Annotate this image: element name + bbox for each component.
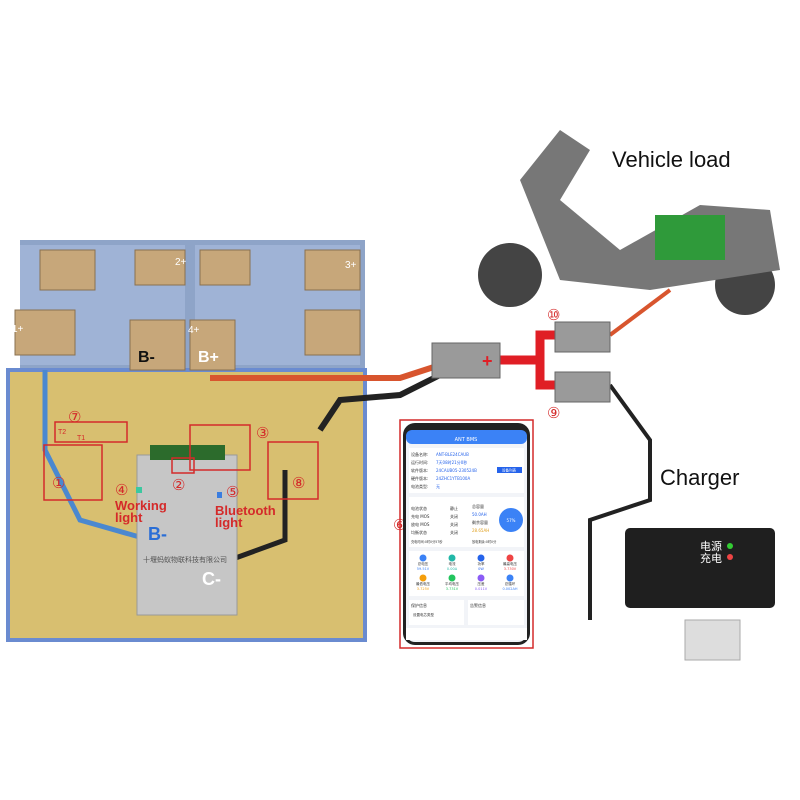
working-light-label-2: light <box>115 510 143 525</box>
info-key: 设备名称: <box>411 451 428 457</box>
total-capacity-label: 总容量 <box>472 503 484 509</box>
bluetooth-light-label-2: light <box>215 515 243 530</box>
device-list-button-label: 设备列表 <box>502 468 516 473</box>
alarm-info-title: 告警信息 <box>470 602 486 608</box>
metric-value: 0.00A <box>447 567 458 571</box>
charger-label: Charger <box>660 465 739 490</box>
metric-icon <box>419 574 427 582</box>
discharge-time: 放电剩余:0时0分 <box>472 539 497 544</box>
metric-icon <box>448 574 456 582</box>
metric-label: 总电压 <box>418 561 429 566</box>
info-value: ANT-BLE24CAUB <box>436 452 469 457</box>
vehicle-load-label: Vehicle load <box>612 147 731 172</box>
status-value: 关闭 <box>450 529 458 535</box>
marker-3: ③ <box>256 425 269 442</box>
info-value: 7天08时21分0秒 <box>436 459 467 465</box>
metric-label: 最低电压 <box>416 581 430 586</box>
metric-value: 3.725V <box>417 587 430 591</box>
marker-8: ⑧ <box>292 475 305 492</box>
metric-label: 功率 <box>478 561 486 566</box>
status-value: 关闭 <box>450 513 458 519</box>
metric-label: 平均电压 <box>445 581 459 586</box>
status-value: 静止 <box>450 505 458 511</box>
marker-10: ⑩ <box>547 307 560 324</box>
marker-5: ⑤ <box>226 484 239 501</box>
metric-label: 压差 <box>478 581 486 586</box>
marker-4: ④ <box>115 482 128 499</box>
marker-9: ⑨ <box>547 405 560 422</box>
protect-item: 设置电芯类型 <box>413 612 434 617</box>
metric-value: 0W <box>478 567 484 571</box>
metric-value: 3.730V <box>504 567 517 571</box>
metric-icon <box>477 554 485 562</box>
metric-icon <box>477 574 485 582</box>
marker-2: ② <box>172 477 185 494</box>
bms-company-label: 十堰蚂蚁物联科技有限公司 <box>143 555 227 564</box>
status-key: 电池状态 <box>411 505 427 511</box>
cell-label-1p: 1+ <box>12 324 24 335</box>
info-value: 24CAUB05-230524B <box>436 468 477 473</box>
metric-value: 3.731V <box>446 587 459 591</box>
info-key: 电池类型: <box>411 483 428 489</box>
t2-label: T2 <box>58 429 66 436</box>
info-key: 硬件版本: <box>411 475 428 481</box>
b-plus-terminal-label: B+ <box>198 349 219 366</box>
t1-label: T1 <box>77 435 85 442</box>
metric-icon <box>506 554 514 562</box>
marker-7: ⑦ <box>68 409 81 426</box>
status-key: 充电 MOS <box>411 513 430 519</box>
marker-1: ① <box>52 475 65 492</box>
working-light-label-1: Working <box>115 498 167 513</box>
status-key: 放电 MOS <box>411 521 430 527</box>
soc-gauge <box>499 508 523 532</box>
app-title: ANT BMS <box>455 437 478 443</box>
cell-label-4p: 4+ <box>188 325 200 336</box>
metric-label: 电流 <box>449 561 457 566</box>
remaining-capacity: 28.65AH <box>472 528 489 533</box>
load-connector <box>554 321 611 353</box>
charger-charge-label: 充电 <box>700 551 722 565</box>
metric-value: 0.011V <box>475 587 488 591</box>
total-capacity: 50.0AH <box>472 512 487 517</box>
b-minus-terminal-label: B- <box>138 349 155 366</box>
metric-icon <box>448 554 456 562</box>
metric-label: 总循环 <box>505 581 516 586</box>
metric-value: 59.51V <box>417 567 430 571</box>
status-value: 关闭 <box>450 521 458 527</box>
svg-text:+: + <box>482 351 493 371</box>
metric-value: 0.002AH <box>502 587 517 591</box>
charger-connector <box>554 371 611 403</box>
metric-label: 最高电压 <box>503 561 517 566</box>
cell-label-2p: 2+ <box>175 257 187 268</box>
info-value: 无 <box>436 484 440 489</box>
bms-c-minus-label: C- <box>202 569 221 589</box>
charge-time: 充电时间:0时0分57秒 <box>411 539 443 544</box>
charger-power-label: 电源 <box>700 539 722 553</box>
bms-b-minus-label: B- <box>148 524 167 544</box>
bms-board <box>136 454 238 616</box>
main-connector <box>431 342 501 379</box>
bluetooth-light-label-1: Bluetooth <box>215 503 276 518</box>
cell-label-3p: 3+ <box>345 260 357 271</box>
scooter-image <box>478 130 780 315</box>
info-key: 软件版本: <box>411 467 428 473</box>
charger-image <box>625 528 775 661</box>
protect-info-title: 保护信息 <box>411 602 427 608</box>
info-key: 运行时间: <box>411 459 428 465</box>
metric-icon <box>506 574 514 582</box>
device-list-button[interactable] <box>497 467 522 473</box>
metric-icon <box>419 554 427 562</box>
phone-app-screenshot: ANT BMS 设备名称: ANT-BLE24CAUB 运行时间: 7天08时21分… <box>403 423 530 645</box>
status-key: 均衡状态 <box>411 529 427 535</box>
soc-text: 57% <box>507 518 516 523</box>
remaining-label: 剩余容量 <box>472 519 488 525</box>
info-value: 24ZHC1YTB100A <box>436 476 470 481</box>
